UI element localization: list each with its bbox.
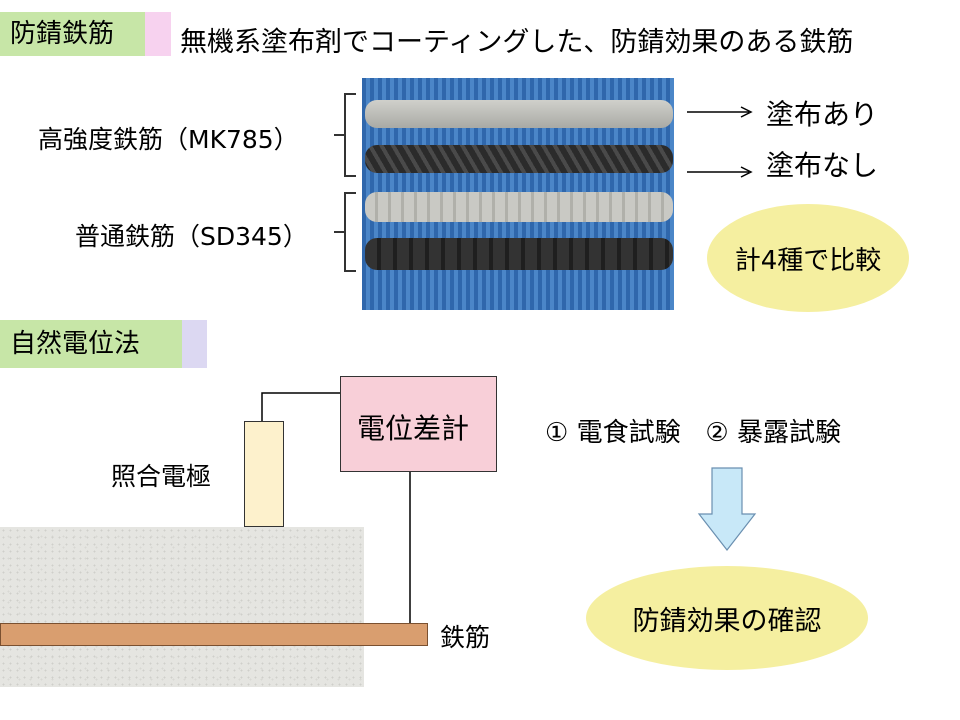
- label-reference-electrode: 照合電極: [111, 462, 212, 491]
- label-tests: ① 電食試験 ② 暴露試験: [545, 418, 841, 448]
- potentiometer-box: [340, 376, 497, 472]
- rebar-normal-coated: [365, 192, 673, 222]
- label-uncoated: 塗布なし: [766, 149, 879, 182]
- label-high-strength-rebar: 高強度鉄筋（MK785）: [38, 125, 299, 154]
- header-tag-rustproof-rebar: 防錆鉄筋: [0, 12, 145, 56]
- header-description: 無機系塗布剤でコーティングした、防錆効果のある鉄筋: [180, 27, 854, 58]
- reference-electrode: [244, 421, 284, 527]
- rebar-high-strength-coated: [365, 100, 673, 128]
- rebar-high-strength-uncoated: [365, 145, 673, 173]
- rebar-bar: [0, 623, 428, 646]
- header2-tag-accent: [182, 320, 207, 368]
- arrow-uncoated-icon: [687, 166, 753, 178]
- brace-high-strength: [344, 93, 356, 177]
- rebar-normal-uncoated: [365, 238, 673, 270]
- result-ellipse: 防錆効果の確認: [586, 566, 868, 670]
- label-result: 防錆効果の確認: [632, 605, 822, 637]
- label-rebar: 鉄筋: [440, 623, 491, 652]
- concrete-block: [0, 527, 364, 687]
- brace-tick-high: [334, 134, 344, 136]
- arrow-coated-icon: [687, 106, 753, 118]
- compare-note-ellipse: 計4種で比較: [707, 204, 909, 312]
- label-coated: 塗布あり: [766, 98, 879, 131]
- label-normal-rebar: 普通鉄筋（SD345）: [75, 222, 308, 251]
- brace-normal: [344, 192, 356, 272]
- header-tag-natural-potential: 自然電位法: [0, 320, 182, 368]
- brace-tick-normal: [334, 231, 344, 233]
- label-potentiometer: 電位差計: [357, 412, 470, 445]
- compare-note: 計4種で比較: [734, 245, 882, 276]
- down-arrow-icon: [697, 467, 757, 551]
- header-tag-accent: [145, 12, 171, 56]
